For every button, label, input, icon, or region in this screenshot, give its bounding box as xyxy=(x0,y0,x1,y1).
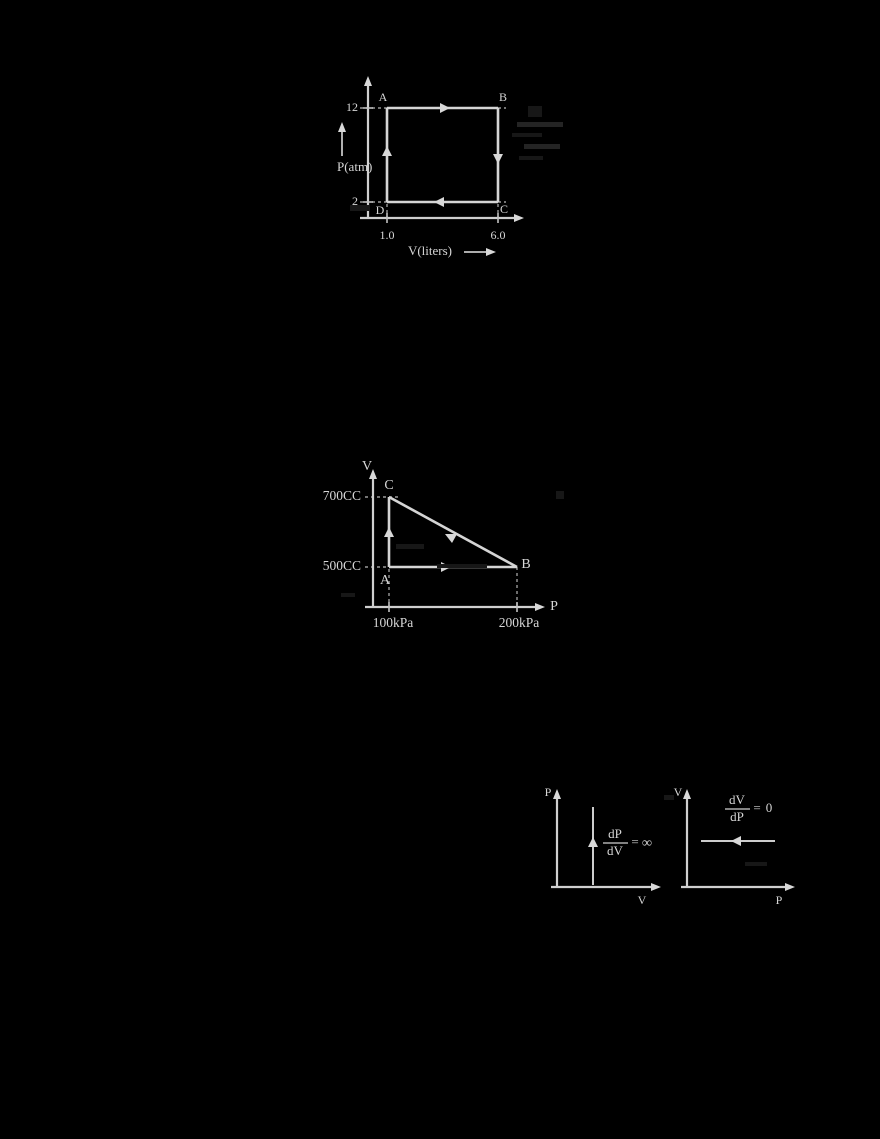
process-d-to-a-arrow-icon xyxy=(382,146,392,156)
pv-rectangular-cycle-svg: 12 2 1.0 6.0 A B C D P(atm) V(liters) xyxy=(337,76,524,258)
left-formula-equals: = xyxy=(631,834,638,849)
right-formula-denominator: dP xyxy=(730,809,744,824)
p-tick-label-200kpa: 200kPa xyxy=(499,615,540,630)
derivative-right-diagram: V P dV dP = 0 xyxy=(674,785,795,907)
right-p-axis-arrow-icon xyxy=(785,883,795,891)
left-v-axis-arrow-icon xyxy=(651,883,661,891)
p-axis-title: P xyxy=(550,599,558,614)
y-axis-arrow-icon xyxy=(364,76,372,86)
left-process-arrow-icon xyxy=(588,837,598,847)
derivative-left-diagram: P V dP dV = ∞ xyxy=(545,785,661,907)
y-tick-label-12: 12 xyxy=(346,100,358,114)
right-formula-equals: = xyxy=(753,800,760,815)
p-tick-label-100kpa: 100kPa xyxy=(373,615,414,630)
v-axis-title: V xyxy=(362,459,372,474)
vp-triangular-cycle-svg: V P 700CC 500CC 100kPa 200kPa C B A xyxy=(323,459,558,630)
right-v-axis-title: V xyxy=(674,785,683,799)
x-tick-label-6p0: 6.0 xyxy=(491,228,506,242)
process-b-to-c-arrow-icon xyxy=(493,154,503,164)
right-p-axis-title: P xyxy=(776,893,783,907)
left-formula-value: ∞ xyxy=(642,836,652,851)
point-label-b: B xyxy=(499,90,507,104)
left-formula-numerator: dP xyxy=(608,826,622,841)
x-tick-label-1p0: 1.0 xyxy=(380,228,395,242)
point-label-c: C xyxy=(384,478,393,493)
left-p-axis-arrow-icon xyxy=(553,789,561,799)
point-label-c: C xyxy=(500,202,508,216)
process-c-to-b xyxy=(388,495,518,569)
left-v-axis-title: V xyxy=(638,893,647,907)
point-label-b: B xyxy=(521,557,530,572)
process-a-to-c-arrow-icon xyxy=(384,527,394,537)
x-axis-title: V(liters) xyxy=(408,243,452,258)
figure-derivative-pair: P V dP dV = ∞ V P dV dP xyxy=(535,775,810,925)
figure-vp-triangular-cycle: V P 700CC 500CC 100kPa 200kPa C B A xyxy=(305,455,570,635)
right-v-axis-arrow-icon xyxy=(683,789,691,799)
x-axis-arrow-icon xyxy=(514,214,524,222)
v-tick-label-500cc: 500CC xyxy=(323,558,361,573)
y-axis-title-arrow-icon xyxy=(338,122,346,132)
point-label-d: D xyxy=(376,203,385,217)
derivative-pair-svg: P V dP dV = ∞ V P dV dP xyxy=(545,785,795,907)
point-label-a: A xyxy=(379,90,388,104)
x-axis-title-arrow-icon xyxy=(486,248,496,256)
p-axis-arrow-icon xyxy=(535,603,545,611)
process-c-to-d-arrow-icon xyxy=(434,197,444,207)
point-label-a: A xyxy=(380,573,391,588)
left-p-axis-title: P xyxy=(545,785,552,799)
y-axis-title: P(atm) xyxy=(337,159,372,174)
v-axis-arrow-icon xyxy=(369,469,377,479)
right-formula-numerator: dV xyxy=(729,792,746,807)
figure-pv-rectangular-cycle: 12 2 1.0 6.0 A B C D P(atm) V(liters) xyxy=(330,60,560,270)
right-formula-value: 0 xyxy=(766,800,773,815)
y-tick-label-2: 2 xyxy=(352,194,358,208)
right-process-arrow-icon xyxy=(731,836,741,846)
process-c-to-b-arrow-icon xyxy=(445,534,457,543)
process-a-to-b-arrow-icon xyxy=(440,103,450,113)
left-formula-denominator: dV xyxy=(607,843,624,858)
v-tick-label-700cc: 700CC xyxy=(323,488,361,503)
process-a-to-b-arrow-icon xyxy=(441,562,451,572)
